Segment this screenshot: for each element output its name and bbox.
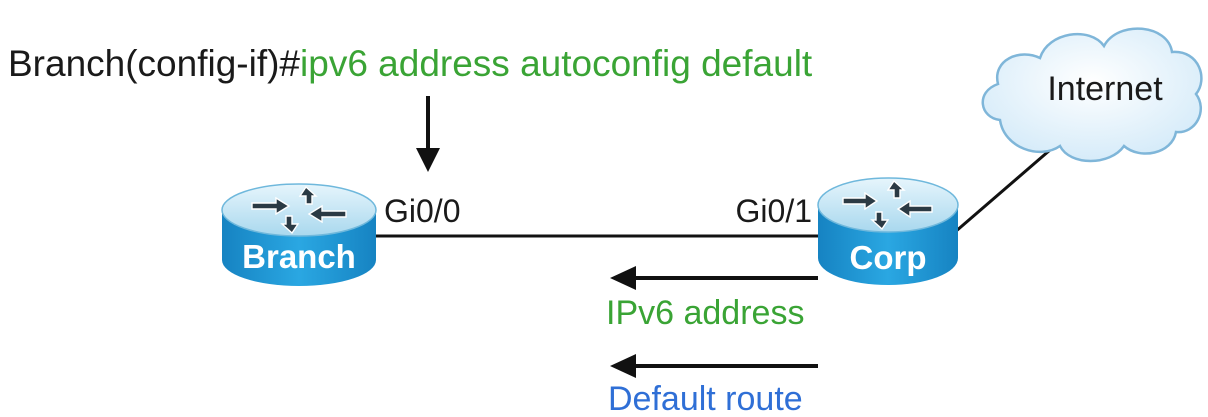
corp-label: Corp [850, 239, 927, 276]
corp-router: Corp [817, 177, 959, 285]
router-arrows-icon [842, 179, 933, 231]
config-command: Branch(config-if)#ipv6 address autoconfi… [8, 43, 813, 84]
corp-interface-label: Gi0/1 [736, 193, 812, 229]
command-arrow [416, 96, 440, 172]
default-route-label: Default route [608, 380, 803, 417]
ipv6-address-arrow [610, 266, 818, 290]
internet-label: Internet [1047, 70, 1163, 108]
internet-cloud: Internet [981, 27, 1203, 163]
command-prompt: Branch(config-if)# [8, 43, 300, 84]
branch-label: Branch [242, 238, 356, 275]
router-arrows-icon [251, 185, 347, 235]
ipv6-address-label: IPv6 address [606, 294, 804, 332]
command-text: ipv6 address autoconfig default [300, 43, 813, 84]
branch-router: Branch [221, 183, 377, 286]
branch-interface-label: Gi0/0 [384, 193, 460, 229]
corp-internet-link [954, 148, 1051, 234]
default-route-arrow [610, 354, 818, 378]
